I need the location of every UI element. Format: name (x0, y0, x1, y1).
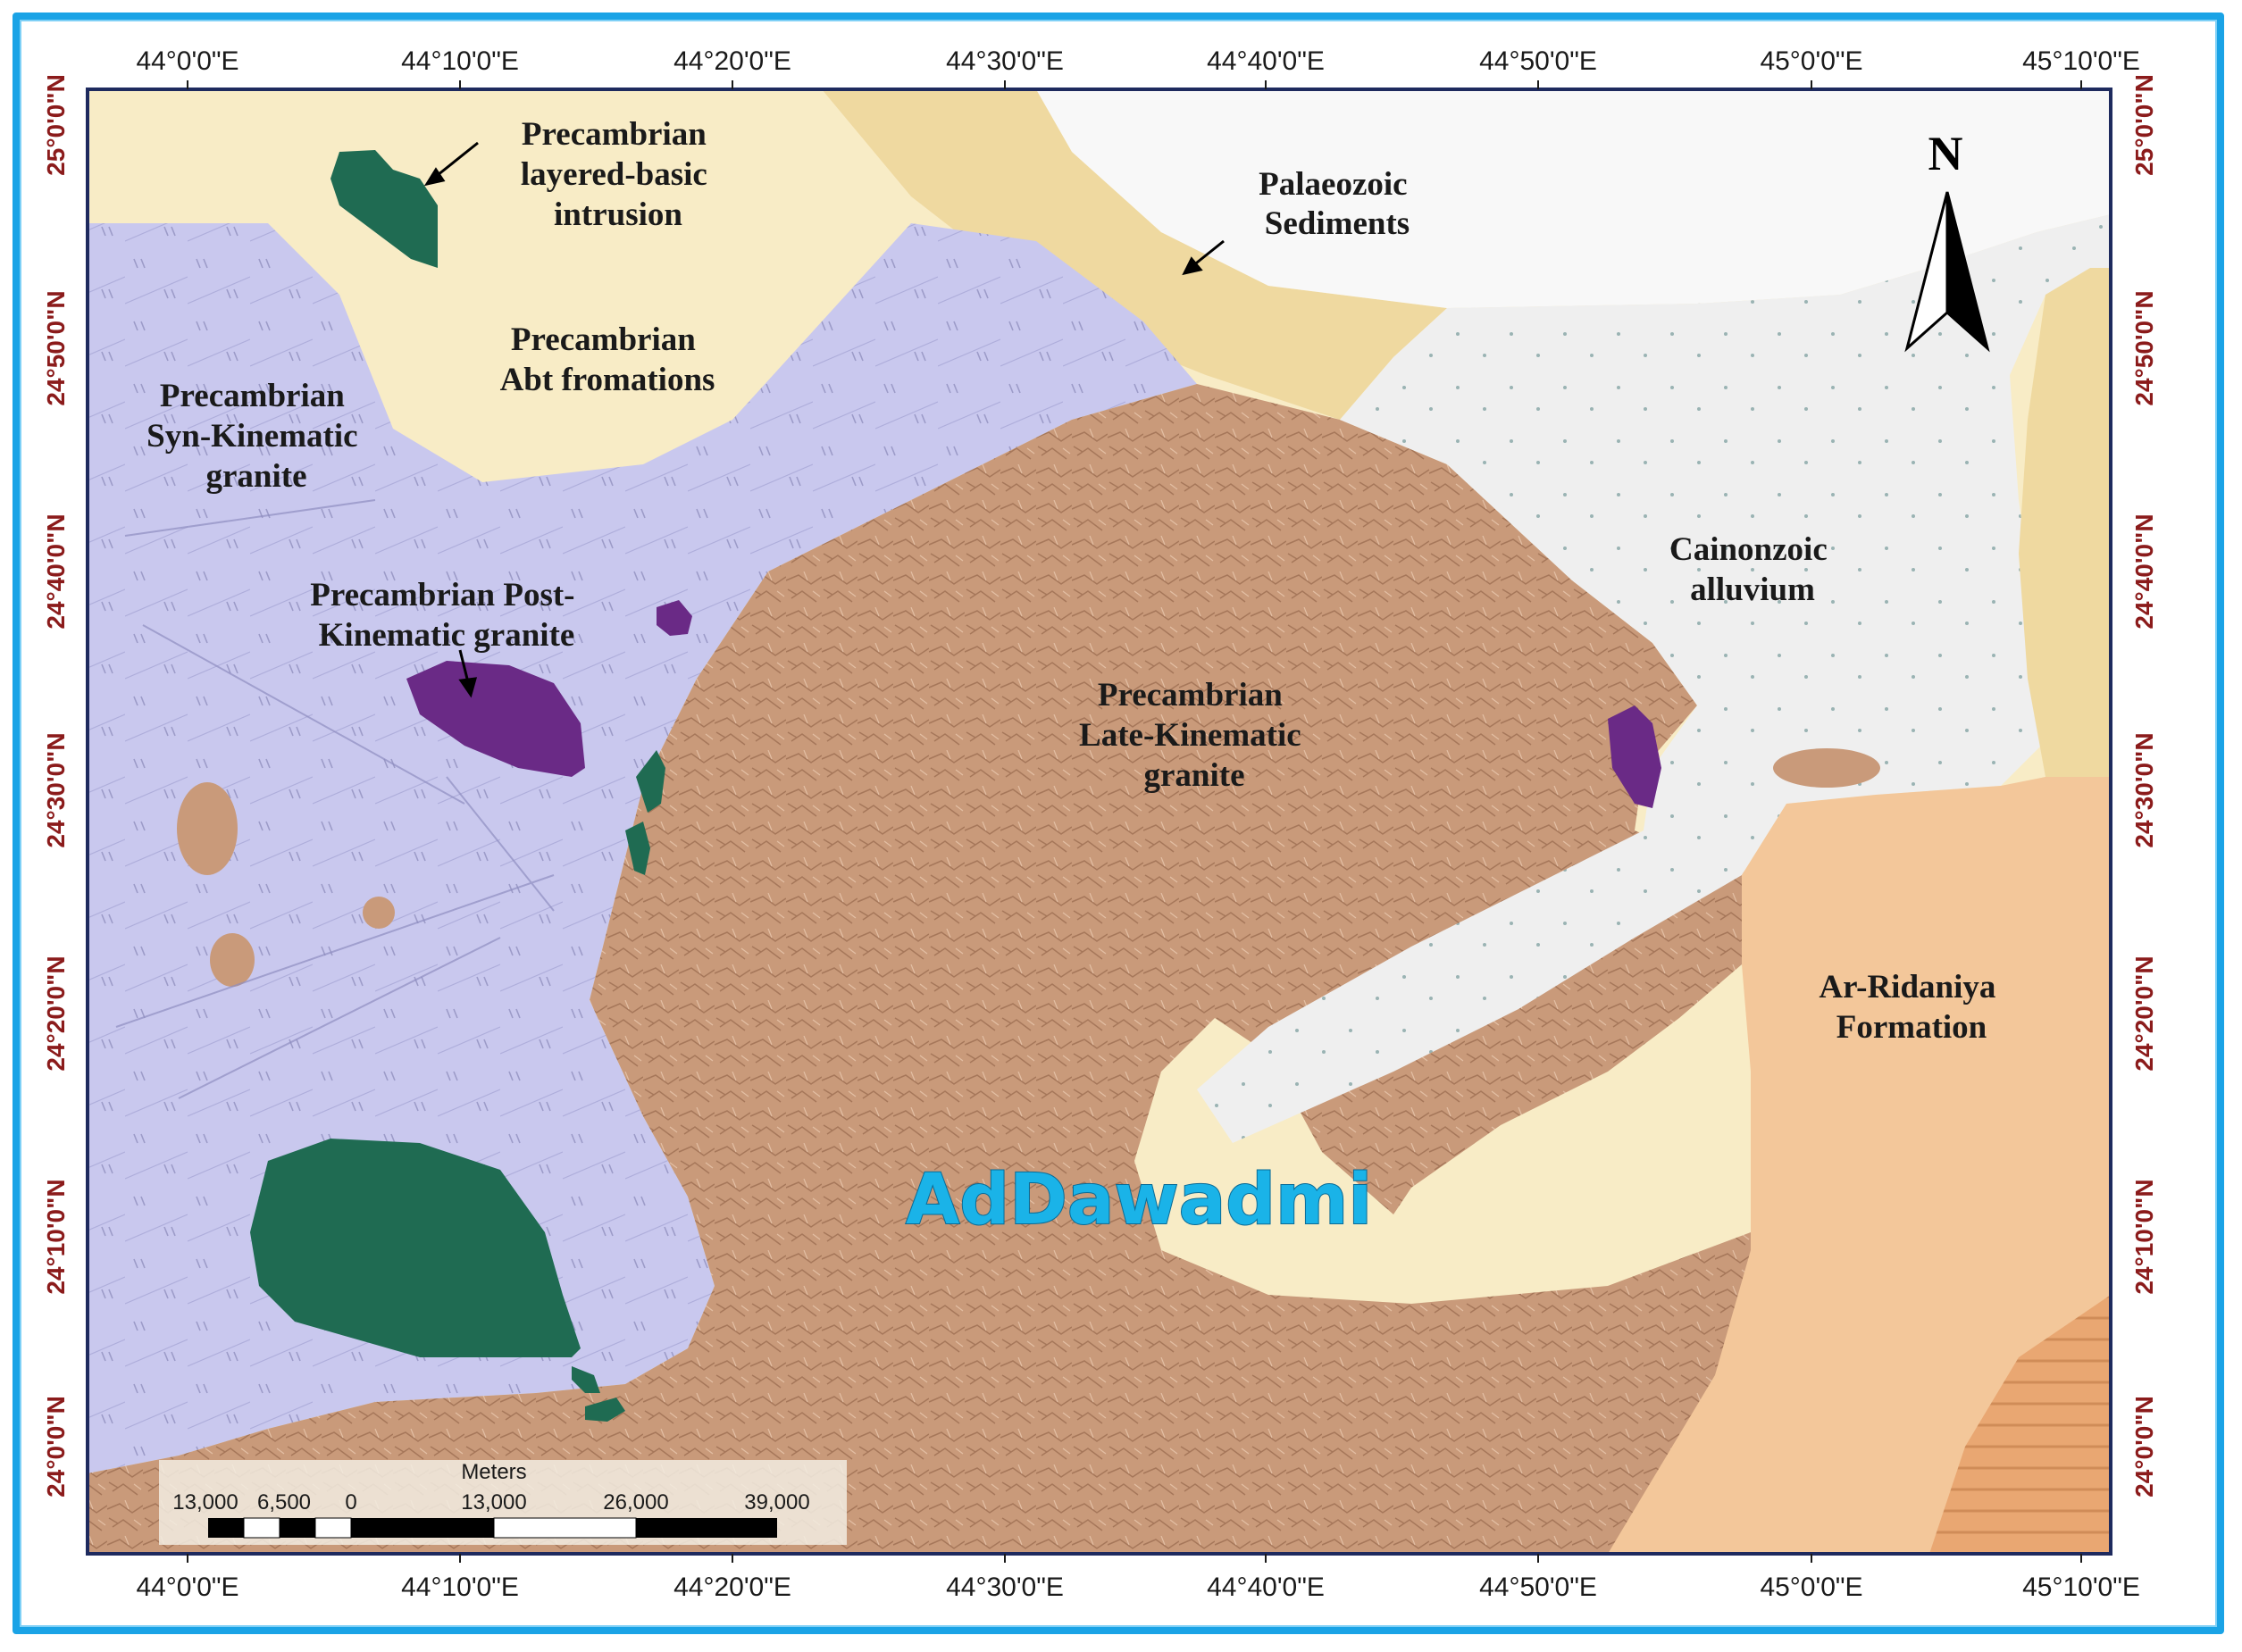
scale-label-0: 13,000 (172, 1490, 238, 1514)
lon-label-bottom-6: 45°0'0"E (1760, 1573, 1862, 1602)
lat-label-right-2: 24°40'0"N (2130, 513, 2158, 629)
unit-late-kinematic-granite-small-1 (177, 782, 238, 875)
north-arrow-dark-half (1945, 191, 1990, 353)
lat-label-left-5: 24°10'0"N (42, 1179, 70, 1294)
unit-white-area (1036, 89, 2111, 308)
scale-label-5: 39,000 (744, 1490, 809, 1514)
lat-label-right-5: 24°10'0"N (2130, 1179, 2158, 1294)
lat-label-right-1: 24°50'0"N (2130, 290, 2158, 405)
scale-segment-7 (636, 1518, 777, 1538)
lon-label-bottom-3: 44°30'0"E (946, 1573, 1064, 1602)
label-abt-formations: Precambrian Abt fromations (500, 321, 715, 398)
lon-label-top-1: 44°10'0"E (401, 46, 519, 76)
unit-late-kinematic-granite-small-2 (363, 897, 395, 929)
scale-segment-1 (208, 1518, 244, 1538)
longitude-labels-bottom: 44°0'0"E 44°10'0"E 44°20'0"E 44°30'0"E 4… (136, 1573, 2139, 1602)
unit-ar-ridaniya-formation (1608, 777, 2111, 1554)
scale-segment-2 (243, 1517, 280, 1539)
lon-label-bottom-7: 45°10'0"E (2022, 1573, 2140, 1602)
unit-late-kinematic-granite-small-4 (1773, 748, 1880, 788)
leader-arrows (423, 141, 1225, 698)
label-palaeozoic-sediments: Palaeozoic Sediments (1259, 166, 1416, 242)
north-arrow: N (1904, 127, 1990, 353)
lon-label-top-0: 44°0'0"E (136, 46, 238, 76)
lat-label-right-3: 24°30'0"N (2130, 732, 2158, 847)
scale-segment-5 (351, 1518, 494, 1538)
scale-label-2: 0 (345, 1490, 356, 1514)
map-area (88, 89, 2111, 1554)
scale-segment-4 (314, 1517, 352, 1539)
unit-lower-right-stripes (1929, 1295, 2111, 1554)
arrow-palaeozoic (1192, 239, 1225, 268)
unit-post-kinematic-granite-east (1608, 705, 1661, 808)
arrow-head-post-kinematic (458, 677, 478, 698)
unit-layered-basic-intrusion-small-1 (636, 750, 665, 813)
map-title: AdDawadmi (906, 1160, 1372, 1240)
unit-late-kinematic-granite-small-3 (210, 933, 255, 987)
unit-cainonzoic-alluvium (1197, 214, 2111, 1143)
unit-layered-basic-intrusion-small-4 (585, 1398, 625, 1422)
label-late-kinematic-granite: Precambrian Late-Kinematic granite (1079, 677, 1309, 794)
north-label: N (1928, 127, 1963, 180)
unit-layered-basic-intrusion-large (250, 1139, 581, 1357)
unit-post-kinematic-granite-main (406, 661, 585, 777)
lat-label-left-1: 24°50'0"N (42, 290, 70, 405)
lon-label-top-6: 45°0'0"E (1760, 46, 1862, 76)
lat-label-right-4: 24°20'0"N (2130, 955, 2158, 1071)
lat-label-left-6: 24°0'0"N (42, 1396, 70, 1498)
scale-label-4: 26,000 (603, 1490, 668, 1514)
lon-label-bottom-2: 44°20'0"E (673, 1573, 791, 1602)
unit-late-kinematic-granite (88, 384, 1840, 1554)
lon-label-bottom-0: 44°0'0"E (136, 1573, 238, 1602)
arrow-layered-basic (432, 141, 479, 180)
fault-lines (115, 499, 555, 1099)
scale-unit-label: Meters (461, 1460, 526, 1484)
lon-label-bottom-1: 44°10'0"E (401, 1573, 519, 1602)
unit-post-kinematic-granite-small (657, 600, 692, 636)
lon-label-top-3: 44°30'0"E (946, 46, 1064, 76)
lat-label-right-0: 25°0'0"N (2130, 74, 2158, 176)
lon-label-top-4: 44°40'0"E (1207, 46, 1325, 76)
unit-labels: Precambrian layered-basic intrusion Pala… (146, 116, 2004, 1046)
scale-label-1: 6,500 (257, 1490, 311, 1514)
unit-layered-basic-intrusion-small-3 (572, 1366, 600, 1393)
longitude-ticks (187, 80, 2082, 1563)
map-border (86, 88, 2112, 1556)
lat-label-left-2: 24°40'0"N (42, 513, 70, 629)
lon-label-top-7: 45°10'0"E (2022, 46, 2140, 76)
longitude-labels-top: 44°0'0"E 44°10'0"E 44°20'0"E 44°30'0"E 4… (136, 46, 2139, 76)
unit-palaeozoic-sediments (822, 89, 1447, 420)
lon-label-bottom-4: 44°40'0"E (1207, 1573, 1325, 1602)
label-post-kinematic-granite: Precambrian Post- Kinematic granite (310, 577, 583, 654)
arrow-head-palaeozoic (1182, 256, 1203, 276)
lon-label-top-2: 44°20'0"E (673, 46, 791, 76)
arrow-head-layered-basic (423, 167, 446, 187)
latitude-labels-left: 25°0'0"N 24°50'0"N 24°40'0"N 24°30'0"N 2… (42, 74, 70, 1498)
latitude-labels-right: 25°0'0"N 24°50'0"N 24°40'0"N 24°30'0"N 2… (2130, 74, 2158, 1498)
scale-label-3: 13,000 (461, 1490, 526, 1514)
lon-label-top-5: 44°50'0"E (1479, 46, 1597, 76)
lat-label-left-4: 24°20'0"N (42, 955, 70, 1071)
lat-label-left-3: 24°30'0"N (42, 732, 70, 847)
unit-right-edge-strip (2019, 268, 2111, 777)
lon-label-bottom-5: 44°50'0"E (1479, 1573, 1597, 1602)
lat-label-left-0: 25°0'0"N (42, 74, 70, 176)
label-syn-kinematic-granite: Precambrian Syn-Kinematic granite (146, 378, 366, 495)
unit-layered-basic-intrusion-top (330, 150, 438, 268)
scale-segment-3 (280, 1518, 315, 1538)
unit-layered-basic-intrusion-small-2 (625, 822, 650, 875)
label-cainonzoic-alluvium: Cainonzoic alluvium (1669, 531, 1836, 608)
label-layered-basic-intrusion: Precambrian layered-basic intrusion (521, 116, 715, 233)
scale-segment-6 (493, 1517, 637, 1539)
lat-label-right-6: 24°0'0"N (2130, 1396, 2158, 1498)
label-ar-ridaniya-formation: Ar-Ridaniya Formation (1819, 969, 2004, 1046)
scale-bar: Meters 13,000 6,500 0 13,000 26,000 39,0… (159, 1460, 847, 1545)
